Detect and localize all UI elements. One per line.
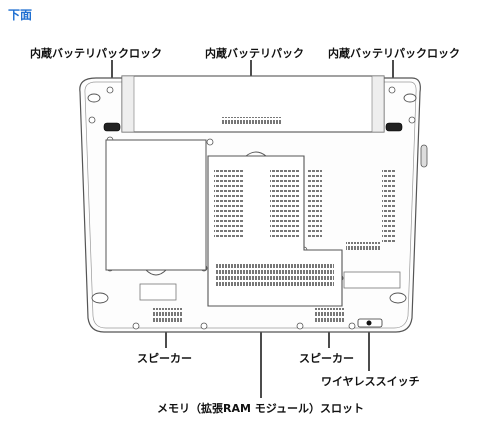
label-battery-lock-right: 内蔵バッテリパックロック [328,47,460,60]
hdd-cover [105,139,207,271]
label-plate-right [343,271,401,289]
speaker-left [152,308,182,322]
page-title: 下面 [8,8,33,22]
memory-vent-left [214,170,244,240]
body-vent-slot [346,242,380,252]
label-speaker-right: スピーカー [299,352,354,365]
side-port [420,144,428,168]
label-battery-lock-left: 内蔵バッテリパックロック [30,47,162,60]
label-memory-slot: メモリ（拡張RAM モジュール）スロット [157,402,364,415]
body-vent-middle [308,170,322,240]
body-vent-right [382,170,396,242]
label-plate-left [139,283,177,301]
battery-end-left [121,75,135,133]
label-battery-pack: 内蔵バッテリパック [205,47,304,60]
label-speaker-left: スピーカー [137,352,192,365]
battery-grip [222,117,282,125]
battery-lock-right-switch [385,122,403,132]
foot-top-right [403,93,417,103]
foot-bottom-left [91,292,109,304]
hdd-cover-notch [145,269,167,276]
memory-vent-right [270,170,300,240]
wireless-switch-knob [366,320,372,326]
battery-end-right [371,75,385,133]
label-wireless-switch: ワイヤレススイッチ [321,375,420,388]
foot-bottom-right [389,292,407,304]
speaker-right [314,308,344,322]
memory-cover-tab [245,151,267,157]
battery-lock-left-switch [103,122,121,132]
memory-vent-bottom [216,262,334,286]
laptop-body-inner-edge [84,81,417,329]
foot-top-left [87,93,101,103]
